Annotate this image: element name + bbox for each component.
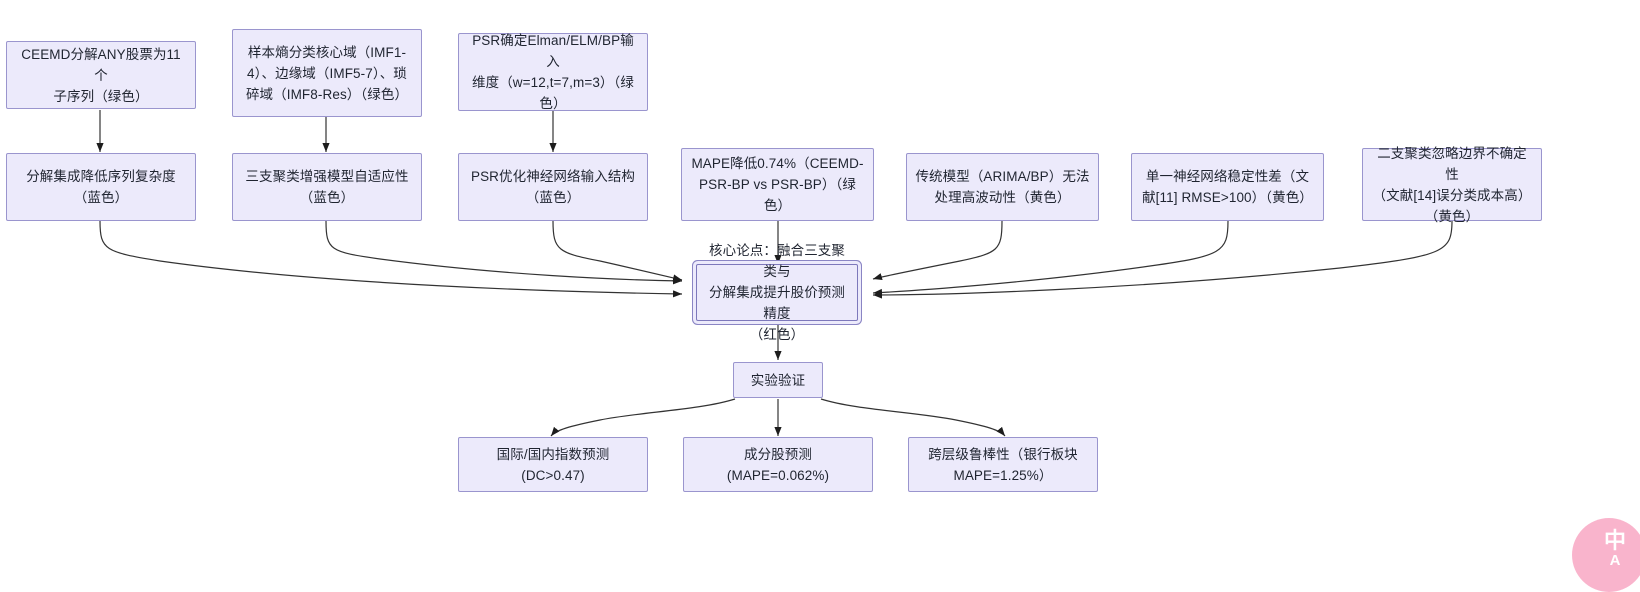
watermark-main: 中 (1603, 528, 1626, 553)
node-label: 二支聚类忽略边界不确定性 （文献[14]误分类成本高） （黄色） (1372, 145, 1532, 224)
node-experiment-validation[interactable]: 实验验证 (733, 362, 823, 398)
node-label: 实验验证 (750, 372, 806, 388)
node-ceemd-decomposition[interactable]: CEEMD分解ANY股票为11个 子序列（绿色） (6, 41, 196, 109)
watermark-badge: 中 A (1572, 518, 1640, 592)
node-label: 单一神经网络稳定性差（文 献[11] RMSE>100）（黄色） (1142, 169, 1313, 205)
node-two-way-clustering-boundary[interactable]: 二支聚类忽略边界不确定性 （文献[14]误分类成本高） （黄色） (1362, 146, 1542, 224)
edge-n8-core (872, 220, 1003, 280)
node-label: 三支聚类增强模型自适应性 （蓝色） (245, 169, 409, 205)
node-result-constituent-stock[interactable]: 成分股预测 (MAPE=0.062%) (683, 437, 873, 492)
watermark-text: 中 A (1603, 528, 1626, 571)
node-label: PSR确定Elman/ELM/BP输入 维度（w=12,t=7,m=3）（绿 色… (472, 33, 634, 111)
node-label: 成分股预测 (MAPE=0.062%) (726, 446, 830, 483)
node-psr-optimizes-network-input[interactable]: PSR优化神经网络输入结构 （蓝色） (458, 153, 648, 221)
node-label: PSR优化神经网络输入结构 （蓝色） (470, 169, 636, 205)
node-sample-entropy-classification[interactable]: 样本熵分类核心域（IMF1- 4）、边缘域（IMF5-7）、琐 碎域（IMF8-… (232, 29, 422, 117)
edge-n10-core (872, 220, 1453, 299)
node-label: 样本熵分类核心域（IMF1- 4）、边缘域（IMF5-7）、琐 碎域（IMF8-… (245, 44, 409, 102)
node-decomposition-reduces-complexity[interactable]: 分解集成降低序列复杂度 （蓝色） (6, 153, 196, 221)
edge-n4-core (99, 220, 683, 298)
node-result-cross-level-robustness[interactable]: 跨层级鲁棒性（银行板块 MAPE=1.25%） (908, 437, 1098, 492)
node-traditional-model-limitation[interactable]: 传统模型（ARIMA/BP）无法 处理高波动性（黄色） (906, 153, 1099, 221)
node-label: 传统模型（ARIMA/BP）无法 处理高波动性（黄色） (915, 169, 1090, 205)
node-label: 国际/国内指数预测 (DC>0.47) (496, 446, 610, 483)
node-label: 核心论点：融合三支聚类与 分解集成提升股价预测精度 （红色） (709, 243, 845, 342)
edge-n6-core (552, 220, 683, 282)
node-label: CEEMD分解ANY股票为11个 子序列（绿色） (21, 46, 181, 104)
node-result-index-forecast[interactable]: 国际/国内指数预测 (DC>0.47) (458, 437, 648, 492)
edge-exp-r3 (820, 398, 1006, 437)
watermark-sub: A (1609, 552, 1621, 569)
node-three-way-clustering-adaptivity[interactable]: 三支聚类增强模型自适应性 （蓝色） (232, 153, 422, 221)
node-psr-input-dimension[interactable]: PSR确定Elman/ELM/BP输入 维度（w=12,t=7,m=3）（绿 色… (458, 33, 648, 111)
node-label: MAPE降低0.74%（CEEMD- PSR-BP vs PSR-BP）（绿 色… (691, 156, 864, 213)
flowchart-edges (96, 110, 1453, 437)
edge-exp-r1 (550, 398, 736, 437)
node-single-network-instability[interactable]: 单一神经网络稳定性差（文 献[11] RMSE>100）（黄色） (1131, 153, 1324, 221)
node-label: 跨层级鲁棒性（银行板块 MAPE=1.25%） (928, 446, 1078, 483)
node-label: 分解集成降低序列复杂度 （蓝色） (26, 169, 176, 205)
edge-n9-core (872, 220, 1229, 297)
node-core-thesis[interactable]: 核心论点：融合三支聚类与 分解集成提升股价预测精度 （红色） (696, 243, 858, 342)
edge-n5-core (325, 220, 683, 285)
node-mape-reduction[interactable]: MAPE降低0.74%（CEEMD- PSR-BP vs PSR-BP）（绿 色… (681, 148, 874, 221)
flowchart-canvas: CEEMD分解ANY股票为11个 子序列（绿色） 样本熵分类核心域（IMF1- … (6, 29, 1640, 592)
